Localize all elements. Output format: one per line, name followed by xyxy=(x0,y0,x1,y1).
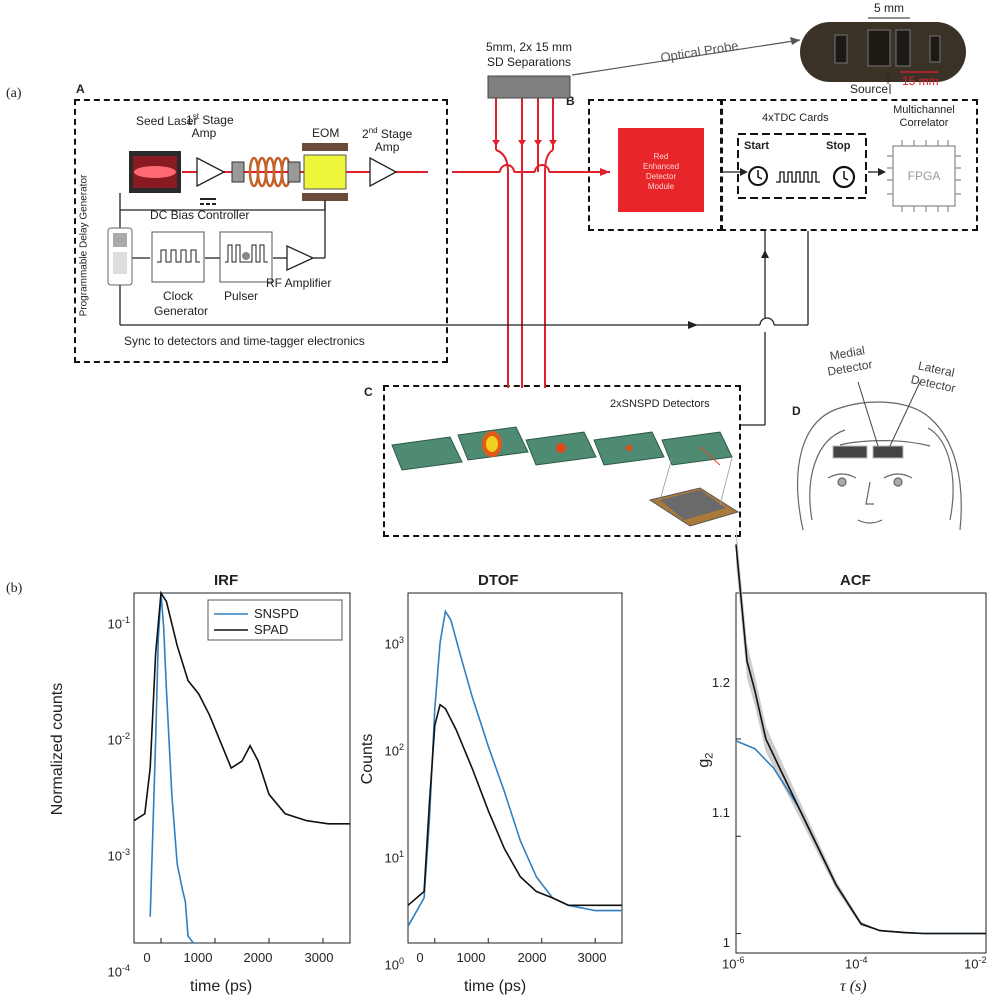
pulser-icon xyxy=(219,231,273,283)
acf-xtick: 10-2 xyxy=(964,955,987,972)
dtof-ylabel: Counts xyxy=(359,733,376,785)
acf-title: ACF xyxy=(840,572,871,589)
section-a-box xyxy=(74,99,448,363)
dtof-title: DTOF xyxy=(478,572,519,589)
dtof-xtick: 3000 xyxy=(577,950,607,965)
probe-15mm-label: 15 mm xyxy=(902,74,939,88)
sync-label: Sync to detectors and time-tagger electr… xyxy=(124,334,365,348)
irf-legend-spad: SPAD xyxy=(254,622,289,637)
irf-ylabel: Normalized counts xyxy=(49,682,66,816)
irf-legend-snspd: SNSPD xyxy=(254,606,299,621)
irf-xtick: 3000 xyxy=(304,950,334,965)
series-line-blue xyxy=(407,609,622,927)
stop-label: Stop xyxy=(826,140,851,152)
irf-ytick: 10-4 xyxy=(107,963,130,980)
dtof-ytick: 100 xyxy=(384,956,404,973)
start-label: Start xyxy=(744,140,770,152)
dc-bias-label: DC Bias Controller xyxy=(150,208,250,222)
plot-frame xyxy=(133,592,351,944)
fpga-label: FPGA xyxy=(907,169,941,183)
dtof-xtick: 0 xyxy=(416,950,424,965)
start-clock-icon xyxy=(748,166,768,186)
section-b-label: B xyxy=(566,94,575,108)
section-c-label: C xyxy=(364,385,373,399)
seed-laser-label: Seed Laser xyxy=(136,114,198,128)
panel-b-label: (b) xyxy=(6,581,23,596)
irf-ytick: 10-1 xyxy=(107,615,130,632)
acf-ytick: 1.1 xyxy=(711,805,730,820)
dtof-xlabel: time (ps) xyxy=(464,978,527,995)
stop-alarm-icon xyxy=(832,165,856,189)
irf-ytick: 10-3 xyxy=(107,847,130,864)
irf-xtick: 0 xyxy=(143,950,151,965)
eom-label: EOM xyxy=(312,126,340,140)
setup-diagram-lines xyxy=(107,17,966,531)
seed-laser-icon xyxy=(129,151,181,193)
irf-xlabel: time (ps) xyxy=(190,978,253,995)
tdc-correlator-box xyxy=(720,99,978,231)
second-stage-amp-icon xyxy=(369,156,398,188)
acf-ytick: 1.2 xyxy=(711,675,730,690)
irf-title: IRF xyxy=(214,572,239,589)
section-b-box xyxy=(588,99,723,231)
first-stage-amp-icon xyxy=(196,156,226,188)
series-line-black xyxy=(133,590,350,825)
probe-source-label: Source xyxy=(850,82,889,96)
tdc-label: 4xTDC Cards xyxy=(762,112,829,124)
acf-ytick: 1 xyxy=(722,935,730,950)
irf-legend-box xyxy=(207,599,343,641)
snspd-chip-array xyxy=(391,426,740,527)
dtof-ytick: 101 xyxy=(384,849,404,866)
pulser-label: Pulser xyxy=(224,289,259,303)
rf-amplifier-icon xyxy=(286,244,315,272)
probe-5mm-label: 5 mm xyxy=(874,1,904,15)
plot-frame xyxy=(735,592,987,954)
medial-detector-pad xyxy=(832,445,868,459)
plot-frame xyxy=(407,592,623,944)
acf-xtick: 10-6 xyxy=(722,955,745,972)
clock-generator-icon xyxy=(151,231,205,283)
rf-amplifier-label: RF Amplifier xyxy=(266,276,332,290)
head-sketch xyxy=(797,401,962,531)
irf-ytick: 10-2 xyxy=(107,731,130,748)
acf-ylabel: g2 xyxy=(695,752,716,768)
acf-xtick: 10-4 xyxy=(845,955,868,972)
series-line-blue xyxy=(735,740,986,935)
dtof-ytick: 103 xyxy=(384,635,404,652)
fiber-coil-icon xyxy=(248,156,292,188)
fpga-chip-icon xyxy=(887,140,961,212)
lateral-detector-pad xyxy=(872,445,904,459)
series-line-black xyxy=(735,544,986,935)
optical-probe-photo xyxy=(800,22,966,82)
series-line-blue xyxy=(149,592,195,944)
acf-xlabel: τ (s) xyxy=(840,978,867,995)
section-c-box xyxy=(383,385,741,537)
panel-a-label: (a) xyxy=(6,86,22,101)
series-line-black xyxy=(407,703,622,907)
irf-xtick: 1000 xyxy=(183,950,213,965)
section-d-label: D xyxy=(792,404,801,418)
probe-connector xyxy=(487,75,571,99)
irf-xtick: 2000 xyxy=(243,950,273,965)
dtof-xtick: 2000 xyxy=(517,950,547,965)
delay-generator-icon xyxy=(107,227,133,286)
dtof-ytick: 102 xyxy=(384,742,404,759)
eom-icon xyxy=(302,143,348,201)
section-a-label: A xyxy=(76,82,85,96)
dtof-xtick: 1000 xyxy=(456,950,486,965)
red-detector-module xyxy=(618,128,704,212)
snspd-label: 2xSNSPD Detectors xyxy=(610,398,710,410)
